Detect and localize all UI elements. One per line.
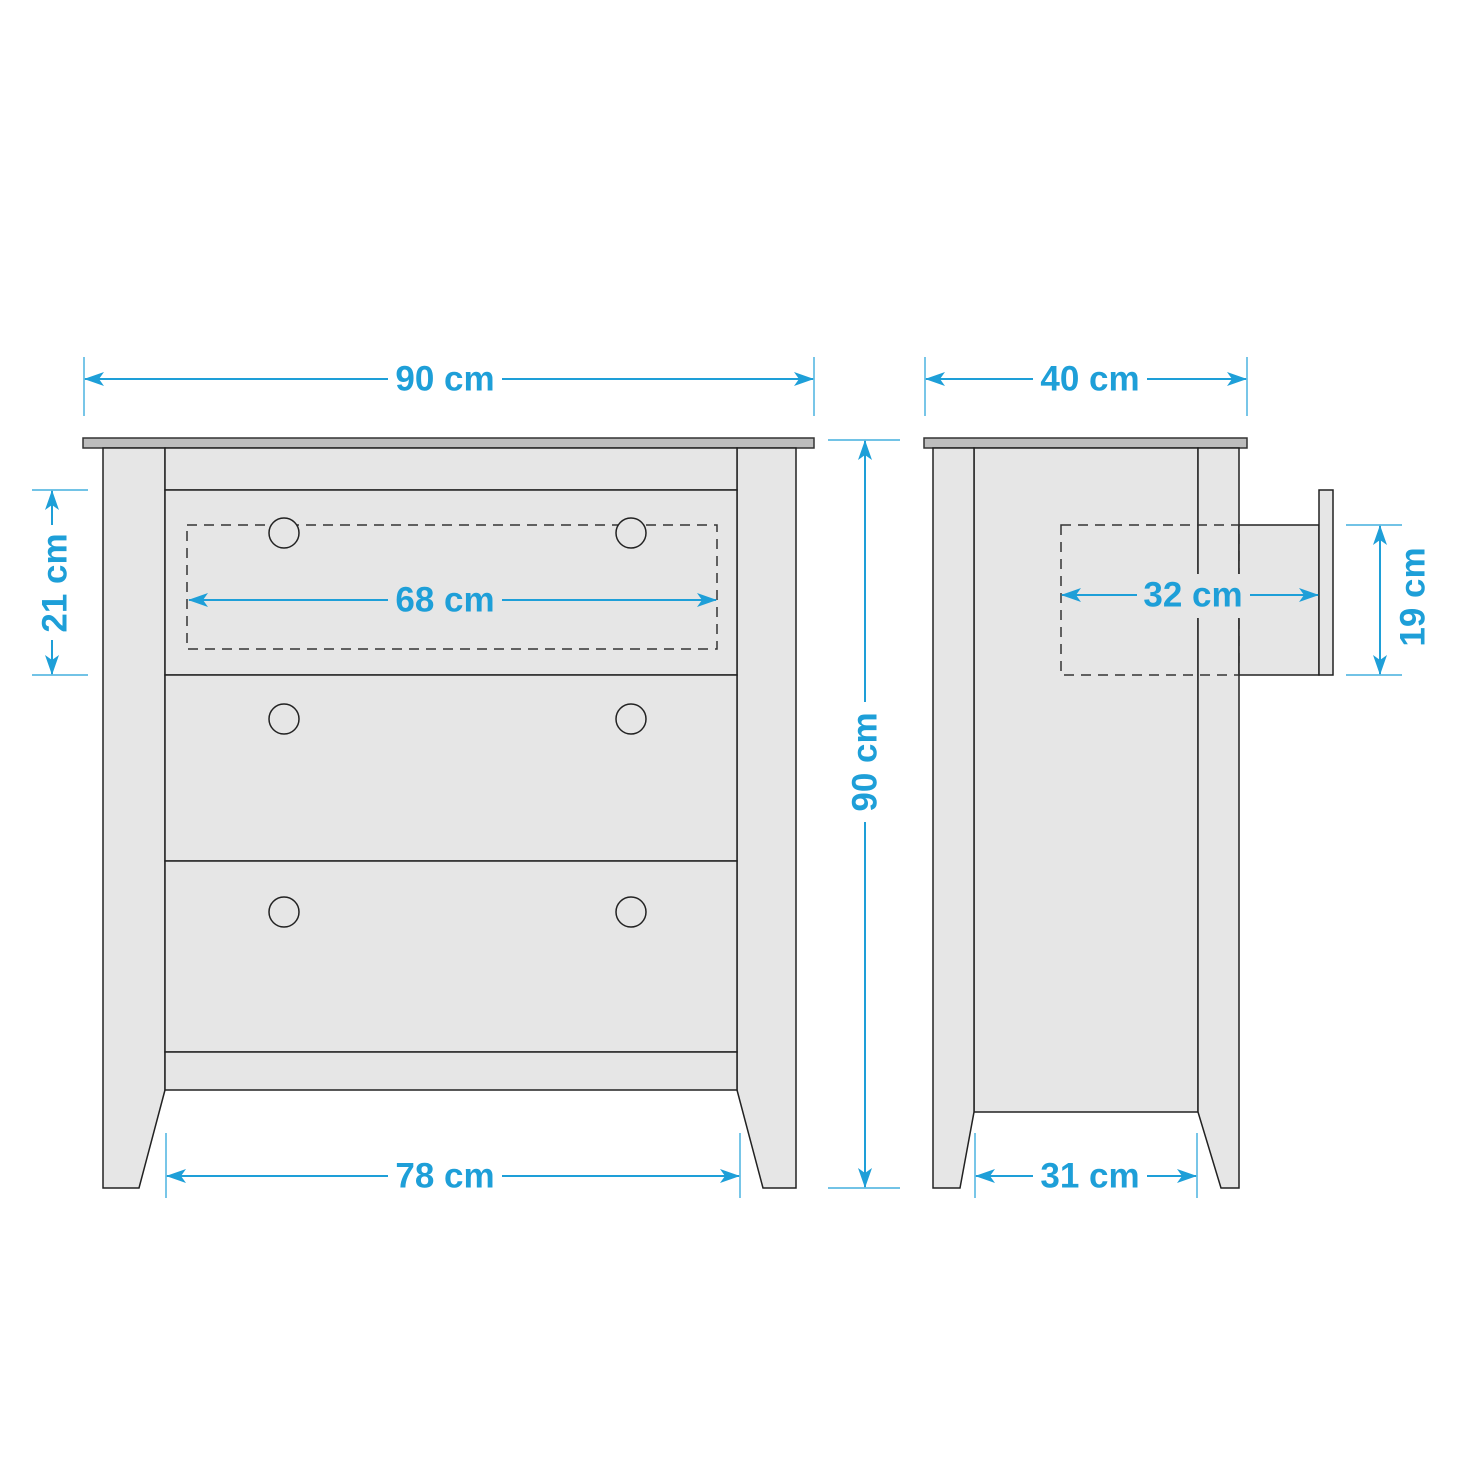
- knob: [615, 703, 647, 735]
- drawer-3: [164, 860, 738, 1053]
- side-panel: [973, 447, 1199, 1113]
- front-left-leg: [102, 447, 166, 1189]
- drawer-inner-width-label: 68 cm: [395, 581, 494, 620]
- knob: [268, 896, 300, 928]
- knob: [615, 517, 647, 549]
- drawer-2: [164, 674, 738, 862]
- front-height-label: 90 cm: [846, 712, 885, 811]
- front-width-label: 90 cm: [395, 360, 494, 399]
- side-leg-span-label: 31 cm: [1040, 1157, 1139, 1196]
- label-background: [1138, 574, 1248, 618]
- knob: [268, 703, 300, 735]
- knob: [615, 896, 647, 928]
- side-view: [923, 437, 1334, 1189]
- front-view: [82, 437, 815, 1189]
- drawer-depth-label: 32 cm: [1143, 576, 1242, 615]
- side-back-leg: [1197, 447, 1240, 1189]
- bottom-rail: [164, 1051, 738, 1091]
- side-drawer-height-label: 19 cm: [1394, 547, 1433, 646]
- front-right-leg: [736, 447, 797, 1189]
- drawer-1: [164, 489, 738, 676]
- drawer-height-label: 21 cm: [36, 533, 75, 632]
- side-front-leg: [932, 447, 975, 1189]
- top-rail: [164, 447, 738, 491]
- drawer-front-side: [1318, 489, 1334, 676]
- side-top-panel: [923, 437, 1248, 449]
- drawer-interior-outline: [186, 524, 718, 650]
- drawer-extended: [1238, 524, 1320, 676]
- knob: [268, 517, 300, 549]
- front-top-panel: [82, 437, 815, 449]
- front-leg-span-label: 78 cm: [395, 1157, 494, 1196]
- side-depth-label: 40 cm: [1040, 360, 1139, 399]
- dimensions: 90 cm 40 cm 21 cm 68 cm 90 cm 78 cm: [32, 357, 1433, 1198]
